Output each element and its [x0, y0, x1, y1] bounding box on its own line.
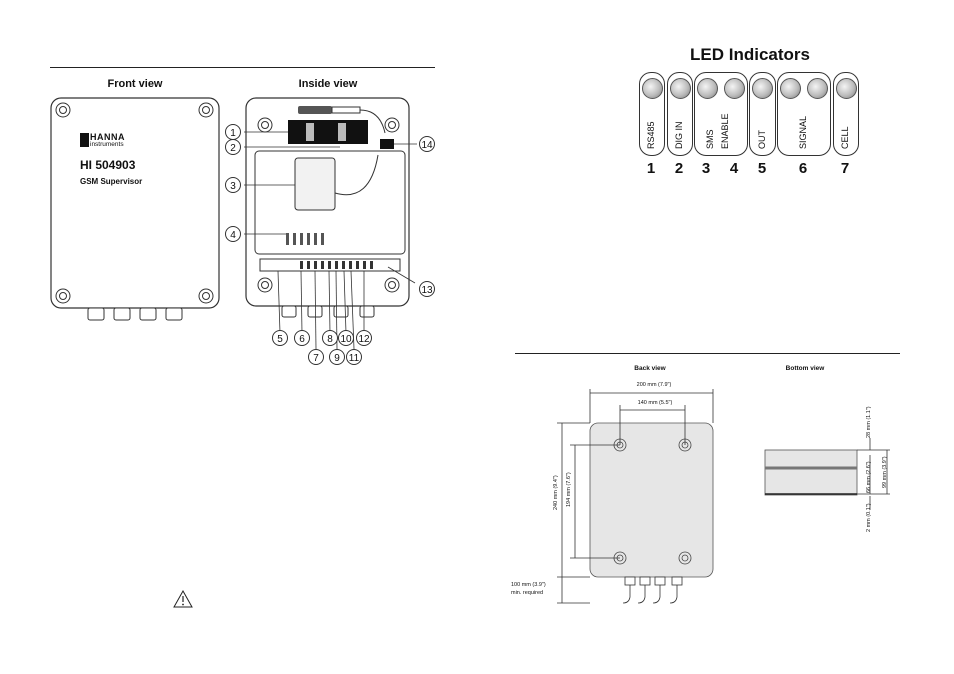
clearance-label-line2: min. required — [511, 590, 544, 596]
led-number-5: 5 — [757, 160, 767, 177]
brand-name: HANNA — [90, 132, 125, 142]
callout-14: 14 — [421, 140, 433, 151]
callout-10: 10 — [340, 334, 352, 345]
bottom-view-title: Bottom view — [785, 365, 825, 372]
screw-icon — [55, 102, 214, 304]
led-rs485 — [642, 78, 663, 99]
led-number-3: 3 — [701, 160, 711, 177]
callout-5: 5 — [277, 334, 283, 345]
warning-icon — [173, 590, 193, 608]
callout-2: 2 — [230, 143, 236, 154]
depth-bottom-label: 2 mm (0.1") — [866, 503, 872, 532]
callout-8: 8 — [327, 334, 333, 345]
front-view-title: Front view — [107, 78, 163, 90]
led-label-rs485: RS485 — [646, 121, 656, 149]
led-signal-2 — [807, 78, 828, 99]
led-label-sms: SMS — [705, 129, 715, 149]
led-label-enable: ENABLE — [720, 113, 730, 149]
led-cell — [836, 78, 857, 99]
led-group-rs485: RS485 — [639, 72, 665, 156]
led-label-cell: CELL — [840, 126, 850, 149]
led-label-signal: SIGNAL — [798, 115, 808, 149]
cable-gland-icon — [87, 307, 183, 321]
callout-6: 6 — [299, 334, 305, 345]
callout-4: 4 — [230, 230, 236, 241]
led-number-2: 2 — [674, 160, 684, 177]
depth-total-label: 99 mm (3.9") — [882, 456, 888, 488]
inside-view-diagram — [244, 97, 417, 350]
front-view-enclosure — [50, 97, 220, 321]
callout-11: 11 — [349, 353, 360, 364]
callout-numbers: 1 2 3 4 5 6 7 8 9 10 11 12 13 14 — [225, 124, 435, 365]
led-group-sms-enable: SMS ENABLE — [694, 72, 748, 156]
model-number: HI 504903 — [80, 158, 136, 172]
inside-view-title: Inside view — [298, 78, 358, 90]
callout-3: 3 — [230, 181, 236, 192]
callout-7: 7 — [313, 353, 319, 364]
height-outer-label: 240 mm (9.4") — [553, 475, 559, 510]
depth-mid-label: 66 mm (2.6") — [866, 461, 872, 493]
led-dig-in — [670, 78, 691, 99]
back-view-diagram — [557, 389, 714, 604]
width-outer-label: 200 mm (7.9") — [636, 382, 672, 388]
led-sms — [697, 78, 718, 99]
left-header-rule — [50, 67, 435, 68]
led-group-dig-in: DIG IN — [667, 72, 693, 156]
callout-1: 1 — [230, 128, 236, 139]
led-out — [752, 78, 773, 99]
led-number-6: 6 — [798, 160, 808, 177]
brand-subtitle: instruments — [90, 141, 124, 148]
right-section-rule — [515, 353, 900, 354]
led-group-cell: CELL — [833, 72, 859, 156]
width-inner-label: 140 mm (5.5") — [637, 400, 673, 406]
led-label-out: OUT — [757, 130, 767, 149]
product-name: GSM Supervisor — [80, 177, 143, 186]
depth-top-label: 28 mm (1.1") — [866, 406, 872, 438]
back-view-title: Back view — [634, 365, 666, 372]
led-indicators-title: LED Indicators — [690, 45, 810, 64]
led-group-out: OUT — [749, 72, 776, 156]
hanna-logo-mark — [80, 133, 89, 147]
callout-12: 12 — [358, 334, 370, 345]
led-number-7: 7 — [840, 160, 850, 177]
led-enable — [724, 78, 745, 99]
callout-9: 9 — [334, 353, 340, 364]
led-number-4: 4 — [729, 160, 739, 177]
led-group-signal: SIGNAL — [777, 72, 831, 156]
led-signal-1 — [780, 78, 801, 99]
callout-13: 13 — [421, 285, 433, 296]
led-number-1: 1 — [646, 160, 656, 177]
clearance-label-line1: 100 mm (3.9") — [511, 582, 546, 588]
height-inner-label: 194 mm (7.6") — [566, 472, 572, 507]
bottom-view-diagram — [764, 438, 890, 510]
led-label-dig-in: DIG IN — [674, 121, 684, 149]
